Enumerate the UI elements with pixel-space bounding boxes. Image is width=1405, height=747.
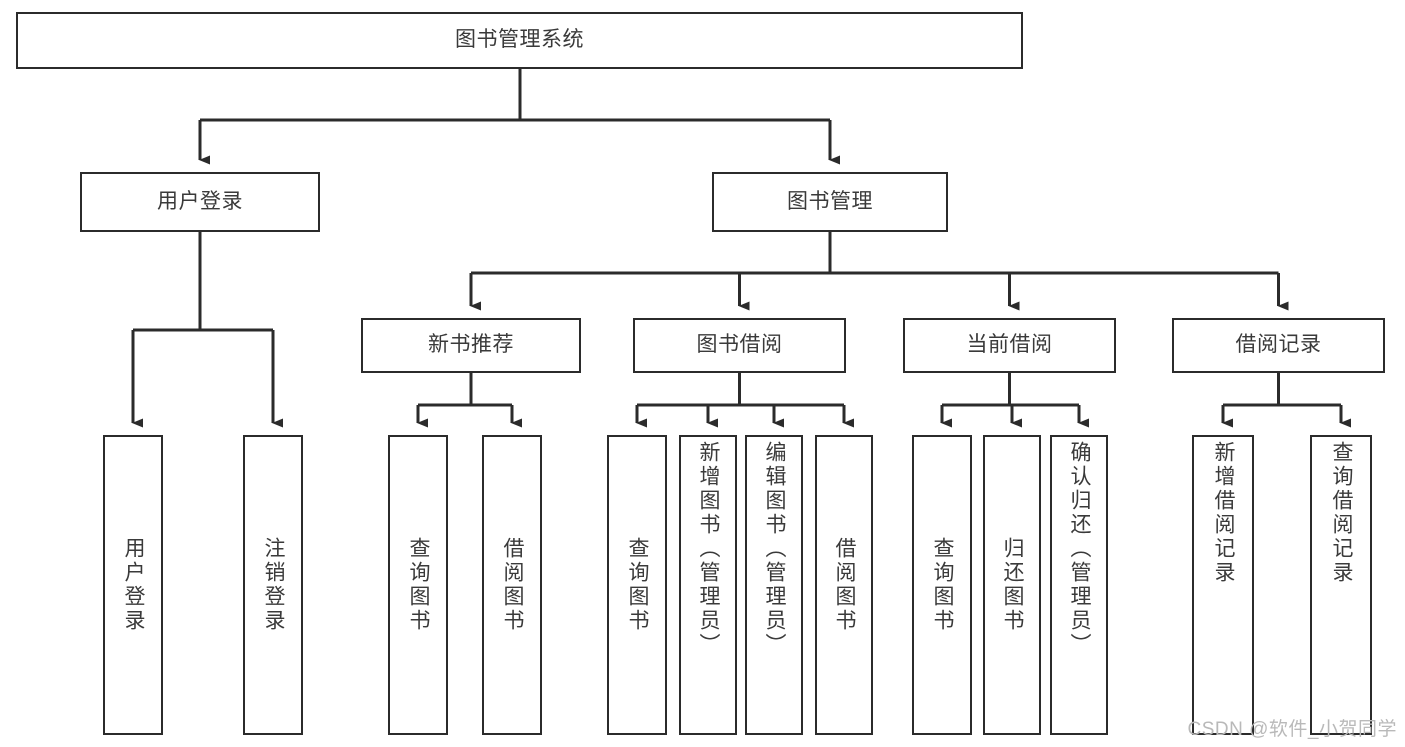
node-leaf-confirm-return-admin[interactable]: 确认归还（管理员） [1050, 435, 1108, 735]
node-leaf-user-login-leaf[interactable]: 用户登录 [103, 435, 163, 735]
node-leaf-return-book[interactable]: 归还图书 [983, 435, 1041, 735]
node-leaf-label: 借阅图书 [833, 537, 857, 633]
node-leaf-label: 确认归还（管理员） [1068, 441, 1092, 657]
node-leaf-query-book-borrow[interactable]: 查询图书 [607, 435, 667, 735]
node-leaf-label: 注销登录 [262, 537, 286, 633]
node-leaf-label: 查询图书 [626, 537, 650, 633]
node-leaf-add-borrow-record[interactable]: 新增借阅记录 [1192, 435, 1254, 735]
node-leaf-query-borrow-record[interactable]: 查询借阅记录 [1310, 435, 1372, 735]
node-leaf-label: 查询借阅记录 [1330, 441, 1354, 585]
node-leaf-borrow-book-borrow[interactable]: 借阅图书 [815, 435, 873, 735]
node-leaf-edit-book-admin[interactable]: 编辑图书（管理员） [745, 435, 803, 735]
node-branch-label: 图书管理 [787, 189, 873, 213]
node-leaf-borrow-book-rec[interactable]: 借阅图书 [482, 435, 542, 735]
node-subbranch-book-borrow[interactable]: 图书借阅 [633, 318, 846, 373]
node-root-label: 图书管理系统 [455, 28, 584, 52]
node-leaf-label: 用户登录 [122, 537, 146, 633]
node-branch-user-login[interactable]: 用户登录 [80, 172, 320, 232]
node-leaf-label: 查询图书 [407, 537, 431, 633]
node-leaf-label: 编辑图书（管理员） [763, 441, 787, 657]
node-leaf-label: 借阅图书 [501, 537, 525, 633]
node-subbranch-new-book-rec[interactable]: 新书推荐 [361, 318, 581, 373]
node-leaf-label: 新增借阅记录 [1212, 441, 1236, 585]
node-branch-book-manage[interactable]: 图书管理 [712, 172, 948, 232]
node-leaf-user-logout-leaf[interactable]: 注销登录 [243, 435, 303, 735]
node-subbranch-label: 当前借阅 [966, 333, 1053, 357]
node-subbranch-label: 图书借阅 [696, 333, 783, 357]
node-leaf-label: 查询图书 [931, 537, 955, 633]
node-leaf-query-book-rec[interactable]: 查询图书 [388, 435, 448, 735]
node-branch-label: 用户登录 [157, 189, 243, 213]
node-leaf-label: 新增图书（管理员） [697, 441, 721, 657]
node-leaf-label: 归还图书 [1001, 537, 1025, 633]
node-subbranch-label: 新书推荐 [428, 333, 514, 357]
node-root-system[interactable]: 图书管理系统 [16, 12, 1023, 69]
node-subbranch-borrow-record[interactable]: 借阅记录 [1172, 318, 1385, 373]
node-leaf-add-book-admin[interactable]: 新增图书（管理员） [679, 435, 737, 735]
connector-group [131, 69, 1351, 428]
node-subbranch-current-borrow[interactable]: 当前借阅 [903, 318, 1116, 373]
node-leaf-query-book-current[interactable]: 查询图书 [912, 435, 972, 735]
node-subbranch-label: 借阅记录 [1235, 333, 1322, 357]
